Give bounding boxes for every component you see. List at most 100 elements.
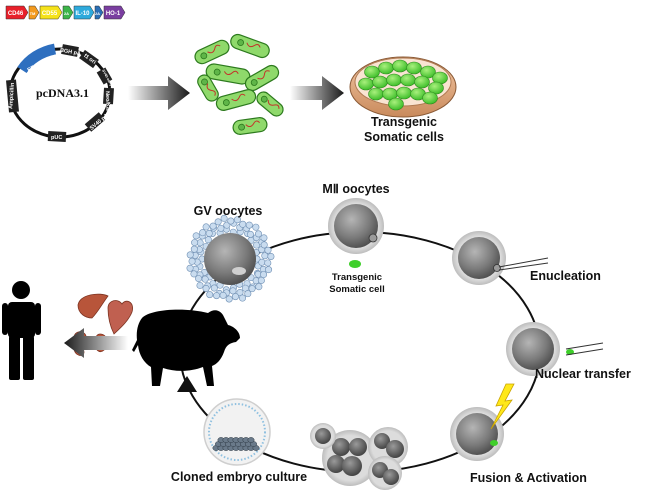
cloned-embryo-culture-label: Cloned embryo culture	[171, 470, 307, 484]
somatic-cell	[388, 97, 404, 111]
cassette-segment	[73, 5, 95, 20]
plasmid-map: EF1A promoter BGH pA f1 ori SV40 early p…	[6, 43, 121, 142]
gv-oocytes-label: GV oocytes	[194, 204, 263, 218]
cumulus-cell	[245, 221, 253, 229]
somatic-cell	[386, 73, 402, 87]
arrow-selection	[290, 76, 344, 110]
cassette-segment-label: HO-1	[106, 11, 121, 17]
cumulus-cell	[246, 230, 254, 238]
somatic-cell	[392, 59, 408, 73]
cumulus-cell	[202, 223, 210, 231]
plasmid-name: pcDNA3.1	[36, 86, 89, 100]
cumulus-cell	[248, 285, 256, 293]
transgenic-somatic-cells-label-2: Somatic cells	[364, 130, 444, 144]
cassette-segment	[28, 5, 40, 20]
plasmid-ef1a-segment	[17, 43, 57, 74]
cumulus-cell	[199, 229, 207, 237]
lightning-icon	[490, 383, 515, 430]
fusion-oocyte	[450, 383, 515, 461]
plasmid-neo-label: Neo/Kan	[104, 91, 111, 114]
transgenic-somatic-cells-label-1: Transgenic	[371, 115, 437, 129]
transgenic-somatic-cell-label-2: Somatic cell	[329, 284, 384, 295]
somatic-cell	[378, 61, 394, 75]
plasmid-neo-segment	[103, 87, 114, 105]
cassette-segment-label: IL-10	[75, 11, 90, 17]
arrow-xenotransplant	[64, 328, 128, 358]
cassette-segment	[5, 5, 29, 20]
cumulus-cell	[264, 259, 272, 267]
transgenic-somatic-cell-label-1: Transgenic	[332, 272, 382, 283]
cumulus-cell	[255, 283, 263, 291]
plasmid-f1ori-segment	[79, 49, 99, 69]
cumulus-cell	[254, 230, 262, 238]
cumulus-cell	[264, 246, 272, 254]
cassette-segment-label: TM	[30, 11, 36, 16]
cumulus-cell	[252, 223, 260, 231]
somatic-cell	[406, 61, 422, 75]
petri-dish	[349, 56, 457, 118]
nuclear-transfer-label: Nuclear transfer	[535, 367, 631, 381]
transfected-cell	[256, 91, 284, 117]
cumulus-cell	[244, 290, 252, 298]
enucleation-label: Enucleation	[530, 269, 601, 283]
plasmid-sv40-promoter-segment	[96, 67, 113, 85]
cassette-segment	[94, 5, 104, 20]
cumulus-cell	[186, 264, 194, 272]
plasmid-puc-label: pUC	[51, 135, 62, 141]
cumulus-cell	[190, 270, 198, 278]
cumulus-cell	[192, 232, 200, 240]
somatic-cell	[400, 73, 416, 87]
cassette-segment	[62, 5, 74, 20]
plasmid-bgh-label: BGH pA	[59, 48, 81, 58]
transfected-cell	[230, 33, 270, 59]
cumulus-cell	[265, 266, 273, 274]
nuclear-transfer-oocyte	[506, 322, 604, 376]
cumulus-cell	[267, 252, 275, 260]
heart-icon	[107, 300, 133, 335]
somatic-cell	[414, 75, 430, 89]
transfected-cells	[194, 33, 284, 135]
cumulus-cell	[260, 271, 268, 279]
enucleation-oocyte	[452, 231, 549, 285]
enucleation-pipette	[498, 257, 549, 271]
cumulus-cell	[196, 281, 204, 289]
cassette-segment-label: 2A	[95, 11, 100, 16]
pig-silhouette	[132, 309, 240, 386]
cumulus-cell	[219, 291, 227, 299]
fusion-activation-label: Fusion & Activation	[470, 471, 587, 485]
mii-oocytes-label: MⅡ oocytes	[322, 182, 389, 196]
somatic-cell	[396, 86, 412, 100]
gv-oocyte	[186, 214, 275, 303]
cumulus-cell	[258, 258, 266, 266]
cumulus-cell	[239, 220, 247, 228]
cumulus-cell	[229, 287, 237, 295]
transfected-cell	[215, 89, 257, 111]
arrow-transfection	[128, 76, 190, 110]
cumulus-cell	[191, 239, 199, 247]
cumulus-cell	[186, 251, 194, 259]
icm-cell	[247, 437, 255, 443]
transfected-cell	[244, 64, 280, 92]
plasmid-puc-segment	[47, 131, 67, 142]
human-silhouette	[2, 281, 41, 380]
somatic-cell	[422, 91, 438, 105]
cumulus-cell	[225, 295, 233, 303]
somatic-cell	[364, 65, 380, 79]
cumulus-cell	[205, 229, 213, 237]
somatic-cell	[372, 75, 388, 89]
plasmid-sv40pa-segment	[84, 112, 106, 132]
cumulus-cell	[213, 292, 221, 300]
cumulus-cell	[217, 224, 225, 232]
cassette-segment-label: CD55	[42, 11, 58, 17]
cumulus-cell	[260, 234, 268, 242]
cassette-segment	[103, 5, 126, 20]
blastocyst	[203, 398, 271, 466]
plasmid-amp-label: Ampicillin	[8, 82, 16, 109]
cumulus-cell	[231, 293, 239, 301]
plasmid-amp-segment	[6, 79, 19, 113]
cassette-segment-label: CD46	[8, 11, 24, 17]
cumulus-cell	[209, 222, 217, 230]
cleavage-embryos	[310, 423, 408, 490]
cumulus-cell	[190, 245, 198, 253]
